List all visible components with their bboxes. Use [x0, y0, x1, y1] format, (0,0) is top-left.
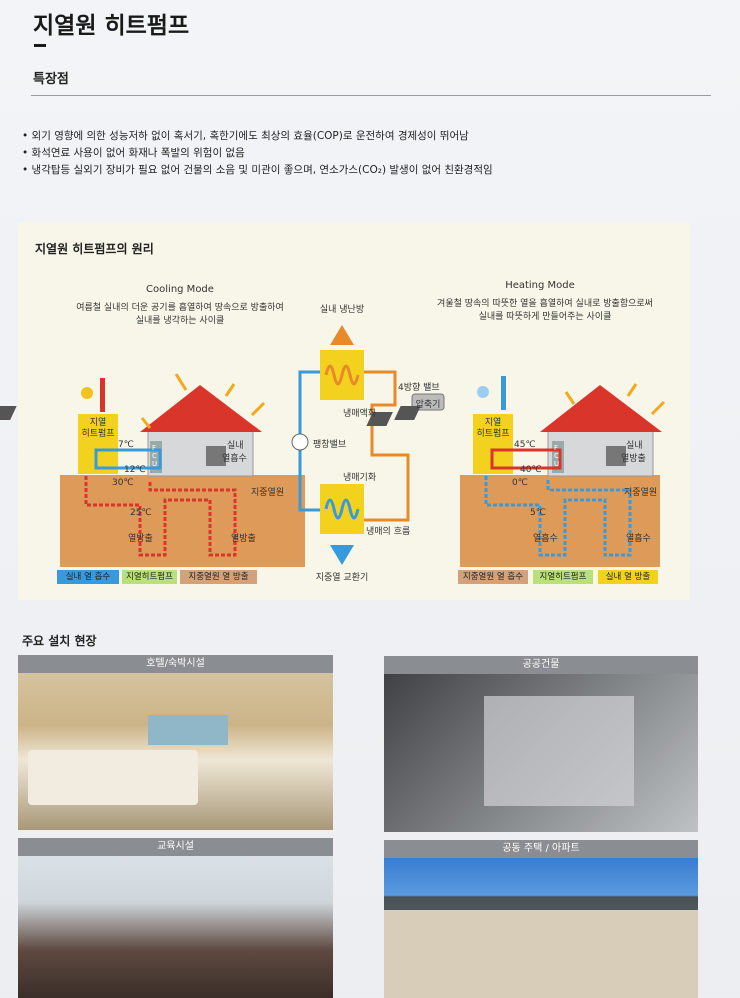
cooling-heatpump-box — [78, 414, 118, 474]
cooling-ground-label: 지중열원 — [251, 488, 285, 498]
heating-fcu-label: F C U — [554, 444, 560, 468]
cooling-diagram — [0, 373, 305, 584]
cooling-desc-2: 실내를 냉각하는 사이클 — [135, 316, 225, 326]
cooling-ground-temp1: 30℃ — [112, 478, 134, 488]
site-photo-hotel: 호텔/숙박시설 — [18, 655, 333, 830]
cycle-bottom-label: 지중열 교환기 — [315, 573, 369, 583]
cooling-indoor-label: 실내 — [227, 441, 244, 451]
heating-legend-3: 실내 열 방출 — [605, 572, 651, 582]
cooling-legend-1: 실내 열 흡수 — [65, 572, 111, 582]
cooling-legend-2: 지열히트펌프 — [126, 572, 173, 582]
heating-legend-1: 지중열원 열 흡수 — [462, 572, 524, 582]
cooling-legend-3: 지중열원 열 방출 — [188, 572, 249, 582]
heating-desc-2: 실내를 따뜻하게 만들어주는 사이클 — [478, 312, 612, 322]
cooling-release-right: 열방출 — [231, 534, 256, 544]
feature-item: • 화석연료 사용이 없어 화재나 폭발의 위험이 없음 — [22, 147, 245, 159]
feature-item: • 외기 영향에 의한 성능저하 없이 혹서기, 혹한기에도 최상의 효율(CO… — [22, 130, 469, 142]
heating-temp-out: 40℃ — [520, 465, 542, 475]
cooling-house — [147, 429, 254, 477]
principle-title: 지열원 히트펌프의 원리 — [35, 242, 154, 256]
cooling-temp-in: 7℃ — [118, 440, 134, 450]
heating-desc-1: 겨울철 땅속의 따뜻한 열을 흡열하여 실내로 방출함으로써 — [437, 299, 653, 309]
heating-indoor-label: 실내 — [626, 441, 643, 451]
site-photo-apartment: 공동 주택 / 아파트 — [384, 840, 698, 998]
cycle-valve-label: 4방향 밸브 — [398, 383, 440, 393]
cycle-condense-label: 냉매액화 — [343, 409, 377, 419]
heating-ground-temp1: 0℃ — [512, 478, 528, 488]
site-caption: 교육시설 — [18, 838, 333, 856]
heating-legend-2: 지열히트펌프 — [539, 572, 587, 582]
heating-mode-title: Heating Mode — [505, 280, 575, 291]
refrigerant-cycle — [291, 325, 445, 565]
section-divider — [31, 95, 711, 96]
heating-heatpump-label: 지열 히트펌프 — [476, 418, 510, 439]
feature-list: • 외기 영향에 의한 성능저하 없이 혹서기, 혹한기에도 최상의 효율(CO… — [22, 128, 493, 179]
feature-item: • 냉각탑등 실외기 장비가 필요 없어 건물의 소음 및 미관이 좋으며, 연… — [22, 164, 493, 176]
cooling-release-left: 열방출 — [128, 534, 153, 544]
window — [148, 715, 228, 745]
cooling-absorb-label: 열흡수 — [222, 454, 247, 464]
page-title: 지열원 히트펌프 — [33, 13, 190, 39]
cooling-temp-out: 12℃ — [124, 465, 146, 475]
site-caption: 호텔/숙박시설 — [18, 655, 333, 673]
cycle-evaporate-label: 냉매기화 — [343, 473, 377, 483]
cooling-desc-1: 여름철 실내의 더운 공기를 흡열하여 땅속으로 방출하여 — [76, 303, 284, 313]
cycle-flow-label: 냉매의 흐름 — [366, 527, 411, 537]
sites-heading: 주요 설치 현장 — [22, 634, 97, 648]
cycle-compressor-label: 압축기 — [415, 400, 441, 410]
heating-release-label: 열방출 — [621, 454, 646, 464]
rooftop-units — [484, 696, 634, 806]
cooling-ground — [60, 475, 305, 567]
heating-ground-temp2: 5℃ — [530, 508, 546, 518]
cooling-heatpump-label: 지열 히트펌프 — [81, 418, 115, 439]
solar-panel — [0, 406, 17, 420]
bed — [28, 750, 198, 805]
building-facade — [384, 910, 698, 998]
title-underline — [34, 44, 46, 47]
heating-diagram — [366, 376, 666, 584]
indoor-unit — [206, 446, 226, 466]
site-photo-education: 교육시설 — [18, 838, 333, 998]
heating-temp-in: 45℃ — [514, 440, 536, 450]
cooling-fcu-label: F C U — [152, 444, 158, 468]
cycle-top-label: 실내 냉난방 — [319, 305, 365, 315]
cooling-mode-title: Cooling Mode — [146, 284, 214, 295]
features-heading: 특장점 — [33, 72, 69, 87]
site-photo-public: 공공건물 — [384, 656, 698, 832]
cooling-roof — [140, 385, 262, 432]
heating-absorb-right: 열흡수 — [626, 534, 651, 544]
site-caption: 공동 주택 / 아파트 — [384, 840, 698, 858]
cooling-ground-temp2: 25℃ — [130, 508, 152, 518]
heating-absorb-left: 열흡수 — [533, 534, 558, 544]
site-caption: 공공건물 — [384, 656, 698, 674]
heating-ground-label: 지중열원 — [624, 488, 658, 498]
cycle-expansion-label: 팽창밸브 — [313, 440, 347, 450]
